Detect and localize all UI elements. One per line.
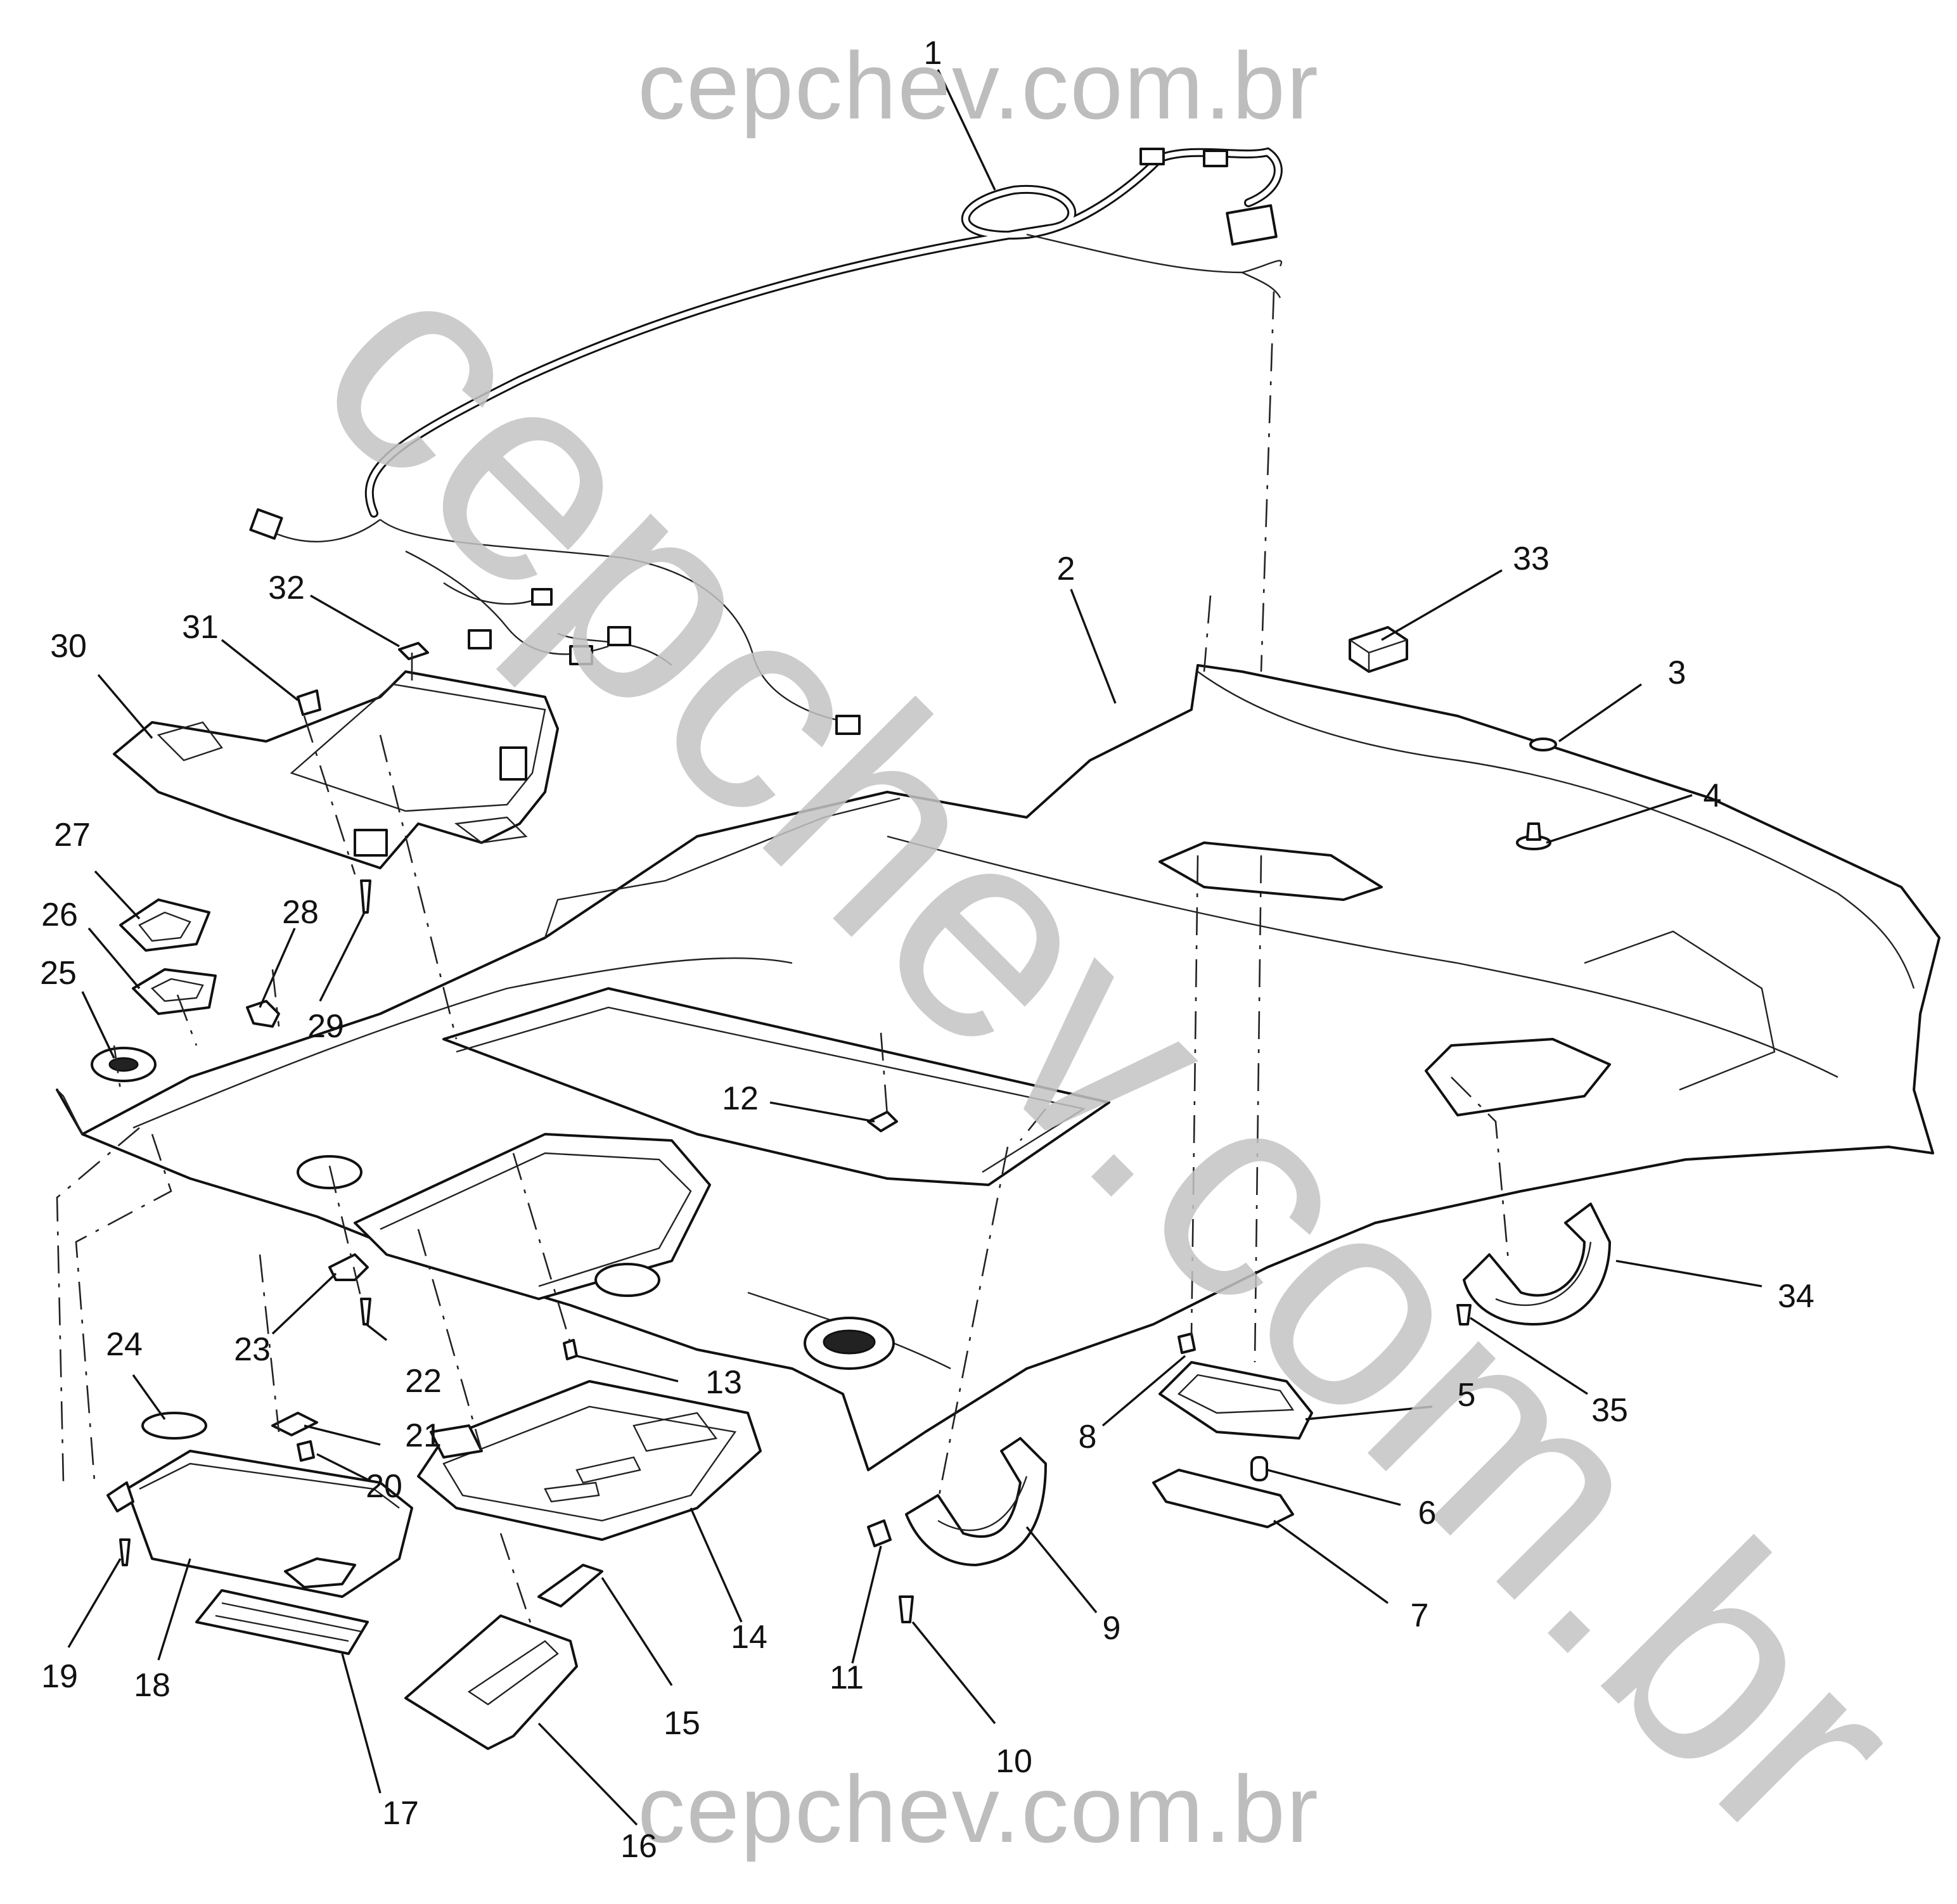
callout-20: 20 [366,1468,402,1505]
part-16-console-lens [404,1614,578,1750]
callout-17: 17 [382,1795,419,1832]
part-14-overhead-console [417,1380,762,1541]
part-24-cap [141,1412,207,1440]
part-15-lens-insert [537,1564,603,1607]
watermark-top: cepchev.com.br [638,32,1319,139]
callout-19: 19 [41,1658,78,1695]
part-31-clip [297,689,321,716]
part-3-plug [1529,738,1557,751]
callout-31: 31 [182,609,219,646]
callout-27: 27 [54,817,91,853]
callout-33: 33 [1513,540,1550,577]
part-28-clip [246,1000,280,1028]
callout-3: 3 [1667,655,1686,691]
part-10-bolt [899,1595,914,1623]
part-26-visor-base [132,968,217,1015]
callout-29: 29 [307,1008,344,1045]
part-22-screw [360,1298,371,1326]
leader-lines [67,69,1762,1826]
part-27-visor-cover [119,898,210,952]
callout-32: 32 [268,570,305,606]
callout-2: 2 [1056,551,1075,587]
part-4-retainer [1516,822,1551,850]
part-17-label [195,1589,369,1655]
callout-13: 13 [705,1364,742,1401]
callout-18: 18 [134,1667,170,1704]
part-35-bolt [1456,1304,1472,1326]
callout-28: 28 [282,894,319,931]
callout-16: 16 [620,1828,657,1865]
callout-14: 14 [731,1619,767,1656]
part-6-bulb [1250,1456,1268,1481]
callout-25: 25 [40,955,77,992]
part-5-dome-lamp [1158,1361,1313,1440]
part-7-dome-lens [1152,1469,1294,1528]
callout-34: 34 [1778,1278,1814,1315]
callout-6: 6 [1418,1495,1437,1531]
part-12-pad [867,1111,898,1132]
part-23-visor-clip [328,1253,369,1281]
part-32-pad [398,642,429,660]
part-20-lamp [297,1440,315,1462]
callout-21: 21 [405,1417,442,1454]
callout-1: 1 [923,35,942,72]
part-8-clip [1177,1332,1196,1354]
callout-8: 8 [1078,1419,1097,1455]
part-21-clip [271,1412,318,1436]
callout-35: 35 [1591,1392,1628,1429]
watermark-bottom: cepchev.com.br [638,1756,1319,1862]
callout-12: 12 [722,1080,759,1117]
callout-11: 11 [830,1659,864,1696]
callout-4: 4 [1703,777,1722,814]
callout-15: 15 [664,1705,700,1742]
callout-5: 5 [1457,1377,1476,1414]
part-13-clip [563,1339,578,1360]
part-30-console-bracket [113,670,559,869]
callout-26: 26 [41,897,78,933]
part-33-pad [1349,626,1408,673]
callout-22: 22 [405,1363,442,1400]
part-18-sunshade [106,1450,413,1598]
callout-9: 9 [1102,1610,1121,1647]
callout-10: 10 [996,1743,1032,1780]
callout-23: 23 [234,1331,271,1368]
callout-30: 30 [50,628,87,665]
part-25-grommet [91,1047,157,1082]
part-19-screw [119,1538,131,1566]
alignment-lines [56,291,1510,1629]
callout-24: 24 [106,1326,143,1363]
part-2-headliner [56,664,1941,1471]
part-29-screw [360,879,371,914]
part-1-roof-harness [249,147,1283,735]
part-34-rear-assist-handle [1463,1203,1611,1326]
part-11-clip [867,1519,892,1547]
part-9-assist-handle [905,1437,1047,1566]
callout-7: 7 [1410,1597,1429,1634]
